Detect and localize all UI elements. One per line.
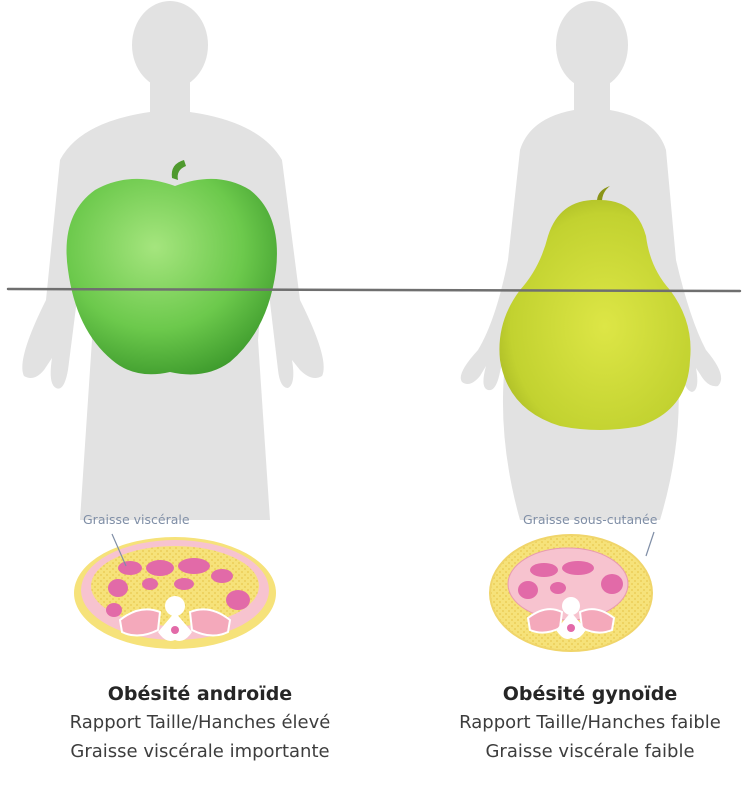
gynoid-obesity-title: Obésité gynoïde: [430, 680, 748, 708]
android-visceral-text: Graisse viscérale importante: [35, 737, 365, 766]
gynoid-ratio-text: Rapport Taille/Hanches faible: [430, 708, 748, 737]
apple-shape: [67, 160, 277, 374]
subcutaneous-fat-cross-section: Graisse sous-cutanée: [489, 512, 658, 652]
visceral-fat-label: Graisse viscérale: [83, 512, 190, 527]
gynoid-visceral-text: Graisse viscérale faible: [430, 737, 748, 766]
visceral-fat-cross-section: Graisse viscérale: [74, 512, 276, 649]
android-obesity-caption: Obésité androïde Rapport Taille/Hanches …: [35, 680, 365, 766]
subcutaneous-fat-label: Graisse sous-cutanée: [523, 512, 658, 527]
android-obesity-title: Obésité androïde: [35, 680, 365, 708]
android-ratio-text: Rapport Taille/Hanches élevé: [35, 708, 365, 737]
gynoid-obesity-caption: Obésité gynoïde Rapport Taille/Hanches f…: [430, 680, 748, 766]
